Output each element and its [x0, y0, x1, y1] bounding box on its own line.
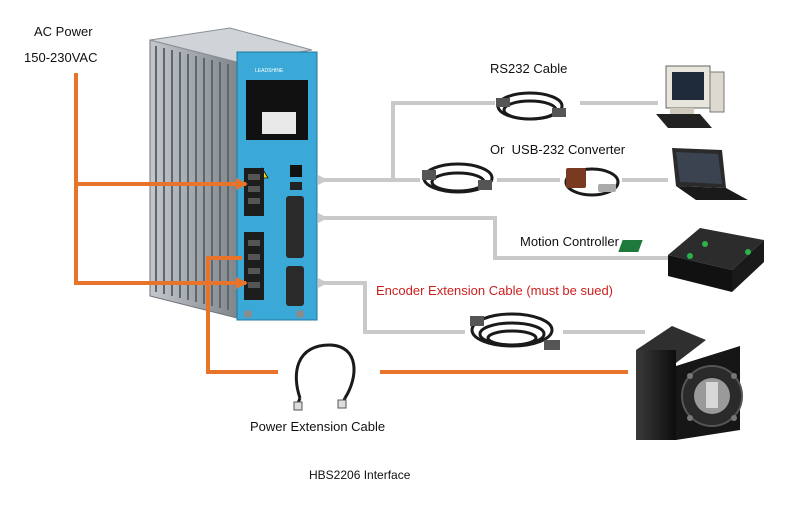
drive-brand-text: LEADSHINE — [255, 68, 284, 74]
desktop-pc-icon — [656, 65, 725, 128]
encoder-db-connector — [286, 266, 304, 306]
signal-lines — [318, 101, 668, 334]
servo-motor-icon — [636, 326, 743, 440]
usb-converter-label: Or USB-232 Converter — [490, 142, 626, 157]
power-extension-cable-label: Power Extension Cable — [250, 419, 385, 434]
laptop-icon — [672, 148, 748, 200]
controller-to-drive-arrow — [318, 213, 668, 260]
usb-232-converter-icon — [564, 167, 620, 197]
rs232-cable-label: RS232 Cable — [490, 61, 567, 76]
rs232-line-left — [391, 101, 495, 180]
motion-controller-board-icon — [618, 228, 764, 292]
diagram-caption: HBS2206 Interface — [309, 468, 411, 482]
ac-voltage-label: 150-230VAC — [24, 50, 97, 65]
drive-name-label — [262, 112, 296, 134]
encoder-cable-icon — [470, 312, 560, 350]
control-db-connector — [286, 196, 304, 258]
usb-port — [290, 182, 302, 190]
rs232-cable-icon — [496, 91, 566, 121]
motor-power-line-left — [206, 256, 278, 374]
power-lines — [74, 73, 628, 374]
db9-cable-icon — [422, 162, 494, 194]
encoder-to-drive-arrow — [318, 278, 465, 334]
encoder-cable-label: Encoder Extension Cable (must be sued) — [376, 283, 613, 298]
servo-drive-icon: LEADSHINE — [149, 27, 318, 321]
power-extension-cable-icon — [293, 343, 356, 411]
ac-power-label: AC Power — [34, 24, 93, 39]
ac-power-line-lower — [74, 73, 248, 289]
motion-controller-label: Motion Controller — [520, 234, 620, 249]
status-led — [290, 165, 302, 177]
